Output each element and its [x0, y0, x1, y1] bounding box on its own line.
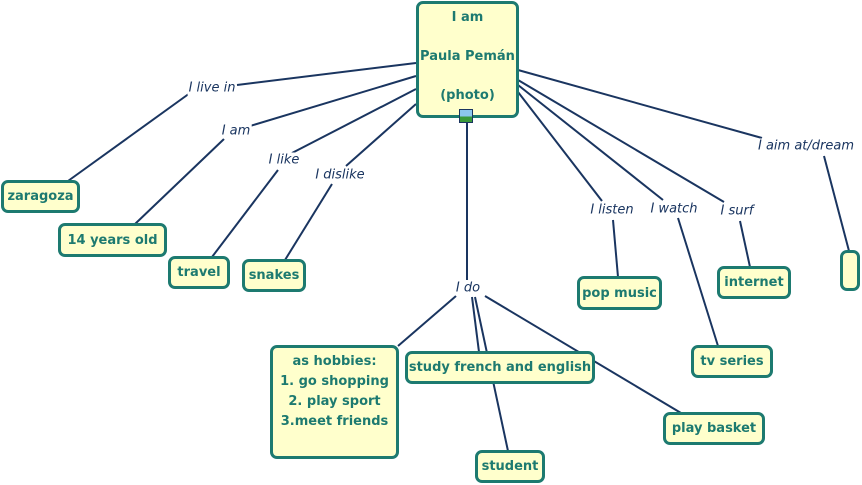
link-watch[interactable]: I watch: [649, 201, 699, 217]
hobby-item: 2. play sport: [288, 394, 381, 409]
node-basket[interactable]: play basket: [663, 412, 765, 445]
center-node[interactable]: I am Paula Pemán (photo): [416, 1, 519, 118]
hobby-item: 1. go shopping: [280, 374, 389, 389]
node-dream-empty[interactable]: [840, 250, 860, 291]
node-tv-series[interactable]: tv series: [691, 345, 773, 378]
center-line3: (photo): [440, 88, 495, 103]
node-hobbies[interactable]: as hobbies: 1. go shopping 2. play sport…: [270, 345, 399, 459]
node-internet[interactable]: internet: [717, 266, 791, 299]
link-listen[interactable]: I listen: [589, 202, 635, 218]
center-line1: I am: [451, 10, 484, 25]
link-am[interactable]: I am: [220, 123, 252, 139]
node-travel[interactable]: travel: [168, 256, 230, 289]
image-icon[interactable]: [459, 109, 473, 123]
link-live[interactable]: I live in: [187, 80, 237, 96]
hobby-item: 3.meet friends: [280, 414, 389, 429]
node-study[interactable]: study french and english: [405, 351, 595, 384]
node-zaragoza[interactable]: zaragoza: [1, 180, 80, 213]
node-student[interactable]: student: [475, 450, 545, 483]
link-like[interactable]: I like: [267, 152, 301, 168]
node-snakes[interactable]: snakes: [242, 259, 306, 292]
link-dislike[interactable]: I dislike: [314, 167, 366, 183]
node-age[interactable]: 14 years old: [58, 223, 167, 257]
hobbies-title: as hobbies:: [292, 354, 377, 369]
link-aim[interactable]: I aim at/dream: [756, 138, 856, 154]
link-surf[interactable]: I surf: [719, 203, 755, 219]
center-line2: Paula Pemán: [420, 49, 515, 64]
link-do[interactable]: I do: [454, 280, 482, 296]
node-pop-music[interactable]: pop music: [577, 276, 662, 310]
